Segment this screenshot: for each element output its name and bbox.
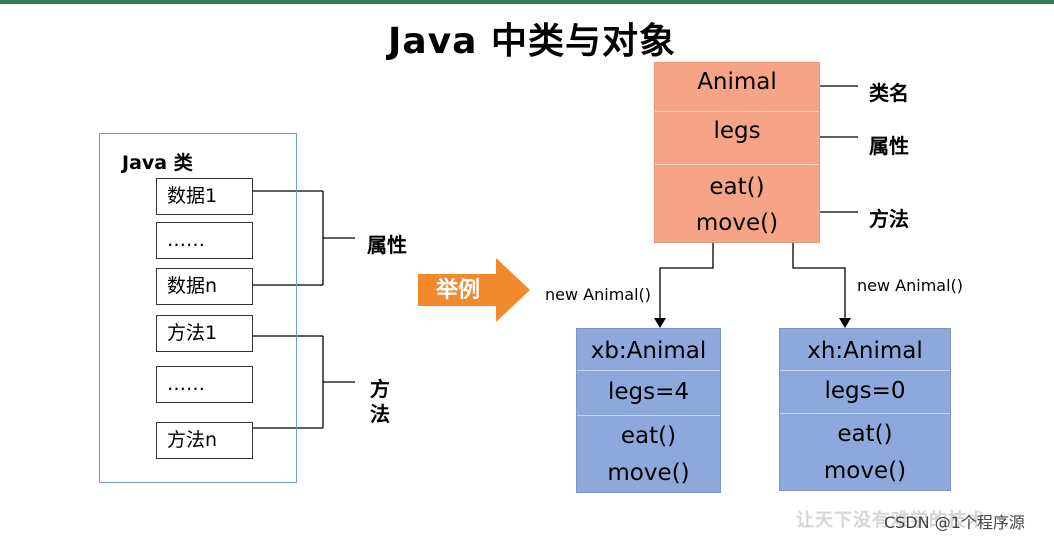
object-xb-box: xb:Animal legs=4 eat() move()	[576, 328, 721, 493]
class-divider	[655, 164, 819, 165]
object-attribute: legs=0	[824, 378, 906, 404]
annotation-attribute: 属性	[869, 134, 909, 158]
field-data-n: 数据n	[156, 268, 253, 305]
annotation-class-name: 类名	[869, 81, 909, 105]
object-method-move: move()	[823, 458, 907, 484]
class-attribute: legs	[713, 118, 761, 144]
object-divider	[577, 370, 720, 371]
annotation-method: 方法	[869, 207, 909, 231]
object-divider	[780, 370, 950, 371]
new-animal-left: new Animal()	[545, 285, 652, 304]
attribute-label: 属性	[367, 233, 407, 257]
java-class-title: Java 类	[122, 152, 193, 174]
csdn-credit: CSDN @1个程序源	[884, 513, 1025, 532]
animal-class-box: Animal legs eat() move()	[654, 62, 820, 243]
field-ellipsis-1: ……	[156, 222, 253, 259]
object-name: xh:Animal	[807, 338, 923, 364]
new-animal-right: new Animal()	[857, 276, 964, 295]
object-method-eat: eat()	[620, 423, 677, 449]
method-label-top: 方	[370, 377, 390, 401]
field-method-1: 方法1	[156, 315, 253, 352]
class-method-move: move()	[695, 210, 779, 236]
page-title: Java 中类与对象	[388, 21, 676, 62]
example-arrow	[418, 258, 530, 322]
top-accent-bar	[0, 0, 1054, 4]
watermark: 让天下没有难学的技术	[796, 510, 986, 531]
object-divider	[577, 415, 720, 416]
object-xh-box: xh:Animal legs=0 eat() move()	[779, 328, 951, 491]
object-method-move: move()	[607, 460, 690, 486]
field-data-1: 数据1	[156, 178, 253, 215]
class-divider	[655, 111, 819, 112]
example-label: 举例	[436, 278, 481, 303]
java-class-box	[99, 133, 297, 483]
field-method-n: 方法n	[156, 422, 253, 459]
object-name: xb:Animal	[590, 338, 707, 364]
method-label-bottom: 法	[370, 402, 390, 426]
class-method-eat: eat()	[709, 174, 765, 200]
object-divider	[780, 413, 950, 414]
object-attribute: legs=4	[607, 379, 690, 405]
object-method-eat: eat()	[837, 421, 893, 447]
field-ellipsis-2: ……	[156, 366, 253, 403]
class-name: Animal	[697, 69, 777, 95]
